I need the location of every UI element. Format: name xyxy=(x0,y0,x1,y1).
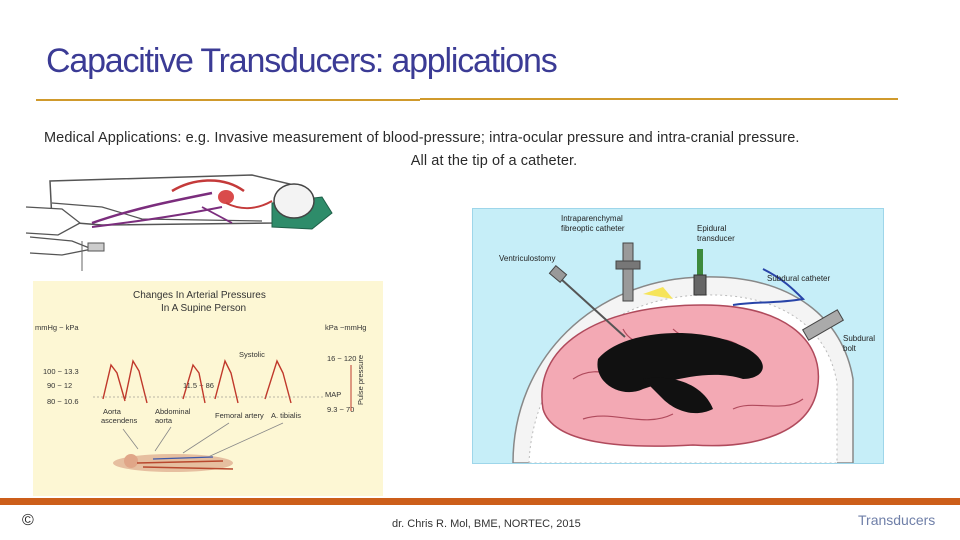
body-line-2: All at the tip of a catheter. xyxy=(410,153,578,169)
body-text: Medical Applications: e.g. Invasive meas… xyxy=(44,127,944,173)
copyright-mark: © xyxy=(22,512,34,529)
chart-tick-2: 90 ~ 12 xyxy=(47,381,72,390)
brain-label-intra-2: fibreoptic catheter xyxy=(561,224,625,233)
chart-loc1-a: Aorta xyxy=(103,407,122,416)
brain-label-epi-1: Epidural xyxy=(697,224,727,233)
brain-label-bolt-2: bolt xyxy=(843,344,857,353)
chart-right-top: 16 ~ 120 xyxy=(327,354,356,363)
intracranial-pressure-illustration: Intraparenchymal fibreoptic catheter Epi… xyxy=(472,208,884,464)
footer-topic: Transducers xyxy=(858,512,936,528)
brain-label-intra-1: Intraparenchymal xyxy=(561,214,623,223)
chart-side-note: Pulse pressure xyxy=(356,355,365,405)
brain-label-vent: Ventriculostomy xyxy=(499,254,555,263)
body-line-1: Medical Applications: e.g. Invasive meas… xyxy=(44,130,800,146)
arterial-pressure-chart: Changes In Arterial Pressures In A Supin… xyxy=(33,281,383,496)
brain-label-epi-2: transducer xyxy=(697,234,735,243)
chart-loc4: A. tibialis xyxy=(271,411,301,420)
patient-catheter-illustration xyxy=(22,163,334,275)
footer xyxy=(0,505,960,540)
slide-title: Capacitive Transducers: applications xyxy=(46,42,558,80)
chart-left-unit: mmHg ~ kPa xyxy=(35,323,79,332)
footer-accent-bar xyxy=(0,498,960,505)
chart-right-unit: kPa ~mmHg xyxy=(325,323,366,332)
chart-loc2-a: Abdominal xyxy=(155,407,191,416)
footer-author: dr. Chris R. Mol, BME, NORTEC, 2015 xyxy=(392,518,581,530)
chart-tick-1: 100 ~ 13.3 xyxy=(43,367,79,376)
brain-label-bolt-1: Subdural xyxy=(843,334,875,343)
chart-title-line2: In A Supine Person xyxy=(161,303,246,314)
chart-loc2-b: aorta xyxy=(155,416,173,425)
chart-tick-3: 80 ~ 10.6 xyxy=(47,397,79,406)
chart-title-line1: Changes In Arterial Pressures xyxy=(133,290,266,301)
chart-mid-value: 11.5 ~ 86 xyxy=(183,381,214,390)
chart-loc1-b: ascendens xyxy=(101,416,138,425)
chart-right-bottom: 9.3 ~ 70 xyxy=(327,405,354,414)
chart-systolic: Systolic xyxy=(239,350,265,359)
title-underline-left xyxy=(36,99,420,101)
chart-map: MAP xyxy=(325,390,341,399)
brain-label-subcath: Subdural catheter xyxy=(767,274,830,283)
title-underline-right xyxy=(420,98,898,100)
chart-loc3: Femoral artery xyxy=(215,411,264,420)
